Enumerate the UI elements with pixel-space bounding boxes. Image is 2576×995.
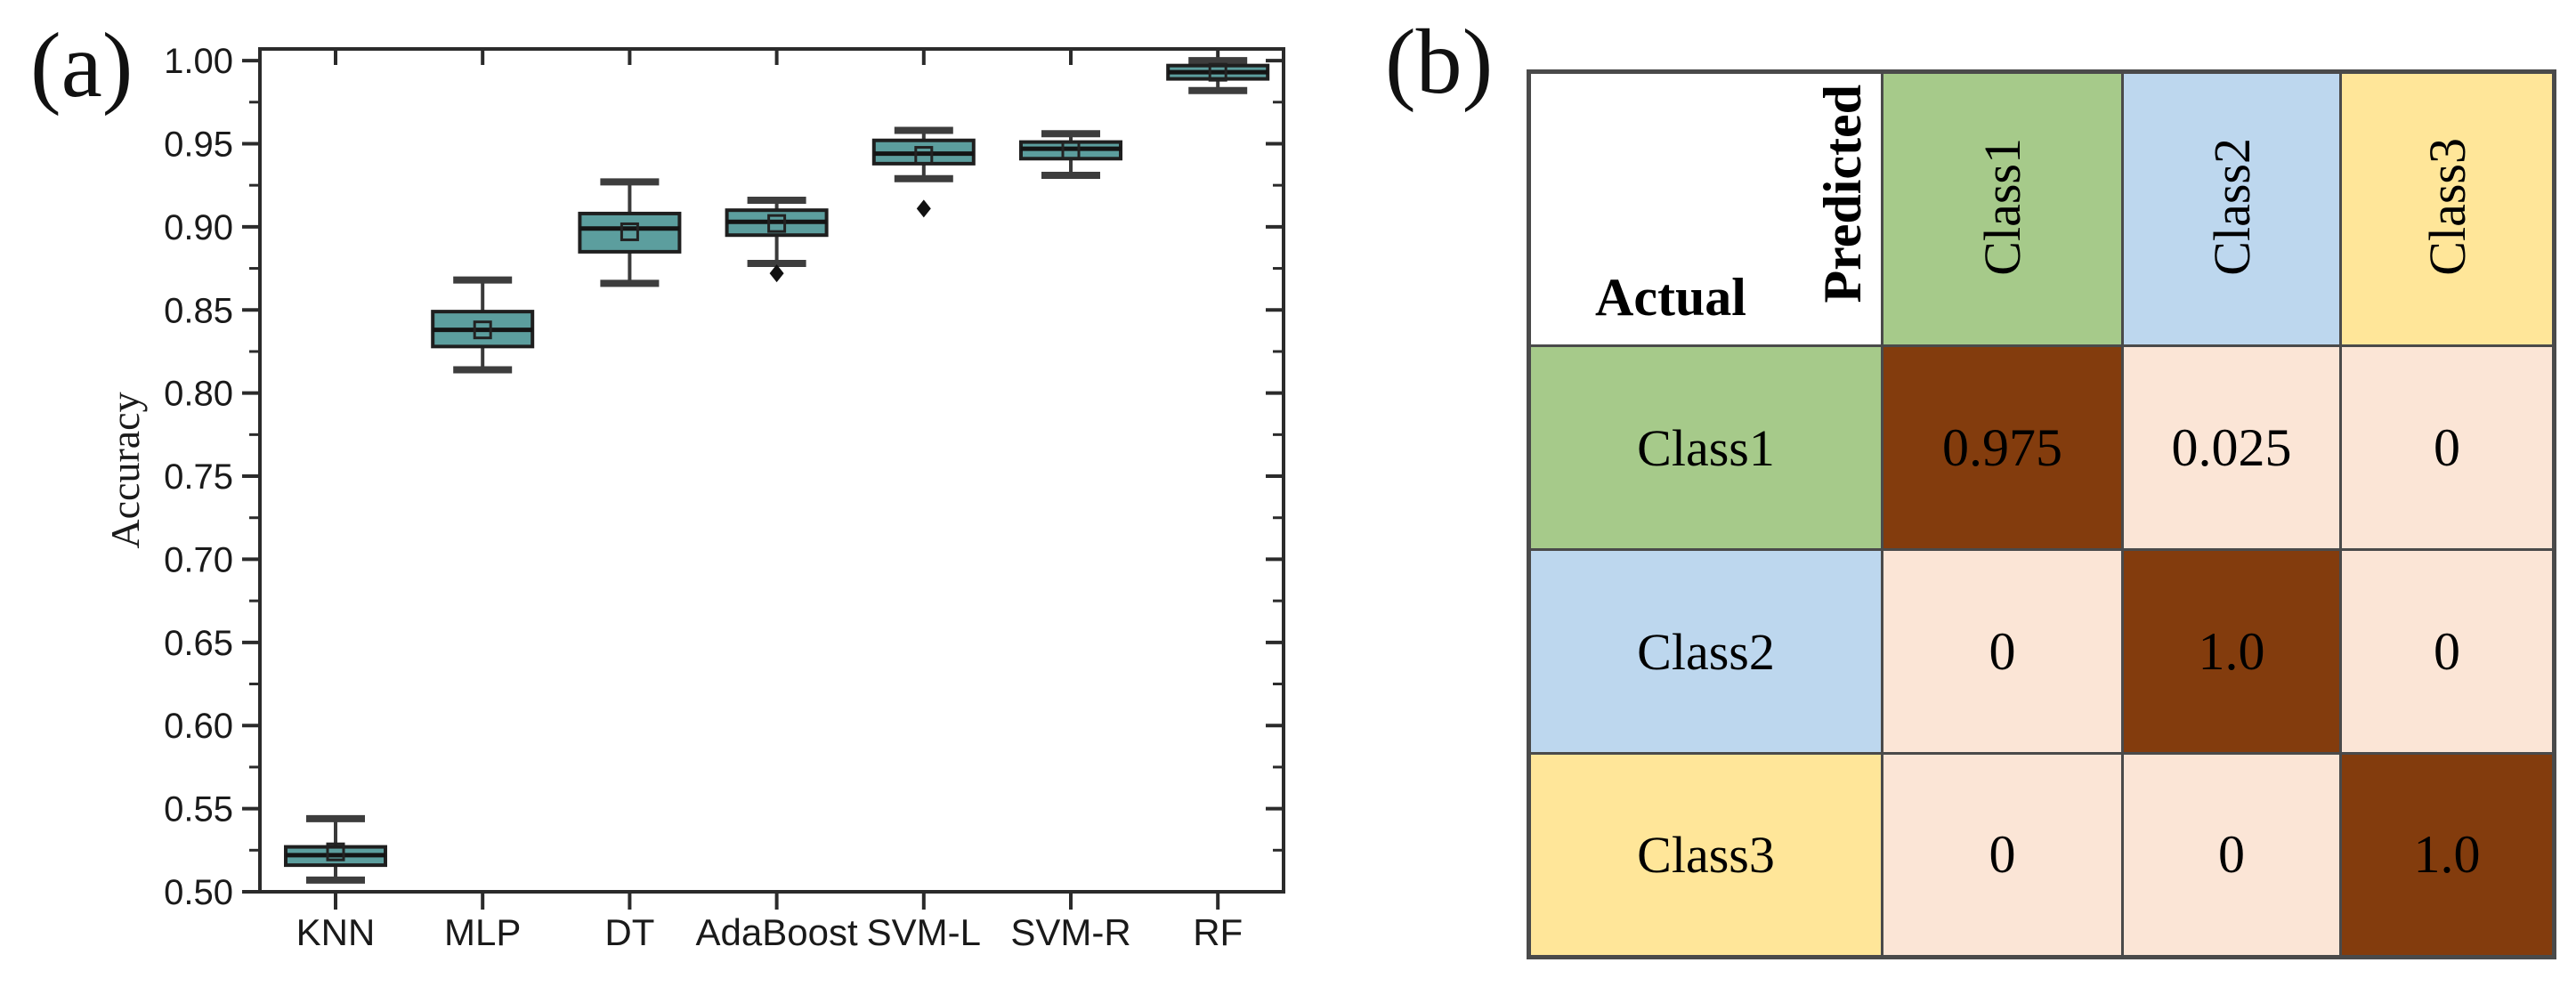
y-axis-title: Accuracy	[102, 392, 148, 548]
row-header-class3: Class3	[1527, 752, 1883, 959]
cell-class2-class1: 0	[1881, 548, 2124, 755]
box-KNN	[284, 814, 387, 884]
cell-class1-class1: 0.975	[1881, 344, 2124, 551]
row-header-class1: Class1	[1527, 344, 1883, 551]
plot-frame	[258, 47, 1285, 894]
x-category-label: KNN	[296, 911, 376, 953]
mean-marker	[620, 222, 639, 241]
cell-class2-class3: 0	[2339, 548, 2556, 755]
y-tick-label: 0.80	[164, 375, 233, 414]
col-header-class3-label: Class3	[2418, 138, 2476, 276]
y-tick-label: 0.90	[164, 208, 233, 247]
col-header-class1-label: Class1	[1973, 138, 2031, 276]
box-RF	[1166, 57, 1270, 94]
y-tick-label: 0.85	[164, 291, 233, 330]
panel-a-label: (a)	[30, 14, 134, 117]
y-tick-label: 0.70	[164, 540, 233, 579]
mean-marker	[767, 214, 787, 233]
y-tick-label: 1.00	[164, 42, 233, 81]
matrix-corner-cell: Predicted Actual	[1527, 70, 1883, 347]
box-SVM-R	[1019, 130, 1122, 179]
y-tick-label: 0.95	[164, 125, 233, 164]
panel-b-label: (b)	[1385, 11, 1494, 113]
y-tick-label: 0.60	[164, 707, 233, 746]
actual-axis-label: Actual	[1595, 268, 1746, 327]
mean-marker	[1208, 62, 1227, 82]
col-header-class1: Class1	[1881, 70, 2124, 347]
outlier-point	[916, 199, 931, 218]
cell-class3-class2: 0	[2121, 752, 2342, 959]
box-MLP	[431, 276, 535, 374]
confusion-matrix-table: Predicted Actual Class1 Class2 Class3 Cl…	[1527, 69, 2556, 959]
y-tick-label: 0.65	[164, 624, 233, 663]
box-SVM-L	[871, 126, 976, 218]
col-header-class3: Class3	[2339, 70, 2556, 347]
y-tick-label: 0.50	[164, 873, 233, 912]
col-header-class2: Class2	[2121, 70, 2342, 347]
cell-class2-class2: 1.0	[2121, 548, 2342, 755]
outlier-point	[769, 264, 784, 283]
col-header-class2-label: Class2	[2202, 138, 2261, 276]
predicted-axis-label: Predicted	[1813, 85, 1872, 303]
iqr-box	[578, 211, 682, 254]
row-header-class2: Class2	[1527, 548, 1883, 755]
box-DT	[578, 178, 682, 287]
mean-marker	[473, 320, 492, 340]
cell-class3-class3: 1.0	[2339, 752, 2556, 959]
box-AdaBoost	[725, 196, 829, 283]
x-category-label: SVM-R	[1010, 911, 1130, 953]
cell-class1-class3: 0	[2339, 344, 2556, 551]
mean-marker	[914, 146, 934, 166]
x-category-label: RF	[1193, 911, 1243, 953]
cell-class3-class1: 0	[1881, 752, 2124, 959]
x-category-label: AdaBoost	[696, 911, 858, 953]
accuracy-boxplot-chart: 0.50 0.55 0.60 0.65 0.70 0.75 0.80 0.85 0.90 0.95…	[102, 42, 1285, 953]
y-tick-label: 0.55	[164, 790, 233, 829]
x-category-label: DT	[604, 911, 654, 953]
cell-class1-class2: 0.025	[2121, 344, 2342, 551]
mean-marker	[326, 842, 345, 862]
x-category-label: MLP	[444, 911, 521, 953]
x-category-label: SVM-L	[867, 911, 981, 953]
mean-marker	[1061, 141, 1081, 160]
y-tick-label: 0.75	[164, 457, 233, 497]
